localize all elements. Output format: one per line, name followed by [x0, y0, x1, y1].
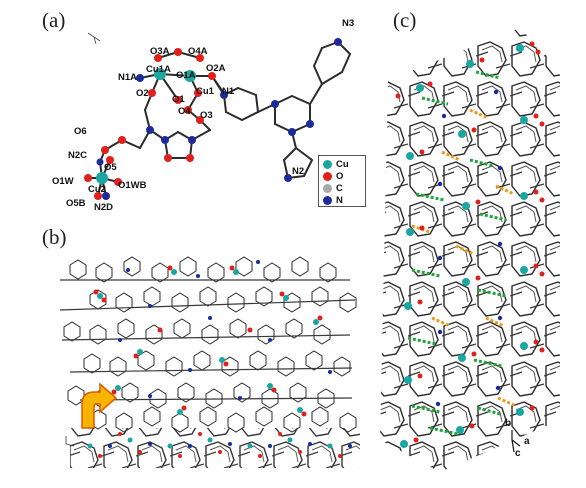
legend-label: O: [336, 170, 344, 182]
atom-label-n2c: N2C: [68, 150, 88, 161]
legend-item-o: O: [323, 170, 343, 182]
atom-label-n1a: N1A: [118, 72, 138, 83]
panel-a-atoms: [84, 38, 342, 200]
atom-label-n2: N2: [292, 166, 305, 177]
axis-label-b: b: [505, 418, 512, 429]
element-legend: Cu O C N: [318, 155, 366, 207]
panel-c-label: (c): [393, 8, 417, 32]
axis-label-a: a: [524, 436, 530, 447]
atom-label-o1wb: O1WB: [118, 180, 147, 191]
legend-swatch: [323, 159, 332, 169]
axis-label-c: c: [515, 448, 521, 459]
atom-label-o5b: O5B: [66, 198, 86, 209]
atom-label-o1: O1: [172, 94, 185, 105]
panel-a-structure: [84, 32, 351, 200]
atom-label-o6: O6: [74, 126, 87, 137]
atom-label-o4a: O4A: [188, 46, 208, 57]
legend-label: N: [336, 194, 343, 206]
legend-label: C: [336, 182, 343, 194]
atom-label-o2: O2: [136, 88, 149, 99]
legend-item-n: N: [323, 194, 343, 206]
atom-label-o4: O4: [178, 106, 191, 117]
atom-label-o3: O3: [200, 110, 213, 121]
panel-b-label: (b): [42, 225, 67, 249]
orange-arrow: [81, 382, 118, 429]
atom-label-cu1: Cu1: [196, 86, 214, 97]
panel-b-top-network: [59, 256, 357, 433]
atom-label-n2d: N2D: [94, 202, 114, 213]
legend-item-cu: Cu: [323, 158, 349, 170]
atom-label-o1a: O1A: [176, 70, 196, 81]
atom-label-o5: O5: [104, 162, 117, 173]
atom-label-o1w: O1W: [52, 176, 74, 187]
atom-label-cu1a: Cu1A: [146, 64, 171, 75]
panel-c-framework: [380, 28, 560, 472]
panel-b-side-chain: [65, 428, 360, 468]
legend-swatch: [323, 183, 332, 193]
atom-label-n3: N3: [342, 18, 355, 29]
panel-a-label: (a): [42, 8, 66, 32]
legend-item-c: C: [323, 182, 343, 194]
atom-label-n1: N1: [222, 86, 235, 97]
atom-label-o3a: O3A: [150, 46, 170, 57]
legend-swatch: [323, 195, 332, 205]
atom-label-cu2: Cu2: [88, 184, 106, 195]
panel-b-top-atoms: [93, 260, 332, 417]
legend-swatch: [323, 171, 332, 181]
legend-label: Cu: [336, 158, 349, 170]
atom-label-o2a: O2A: [206, 63, 226, 74]
